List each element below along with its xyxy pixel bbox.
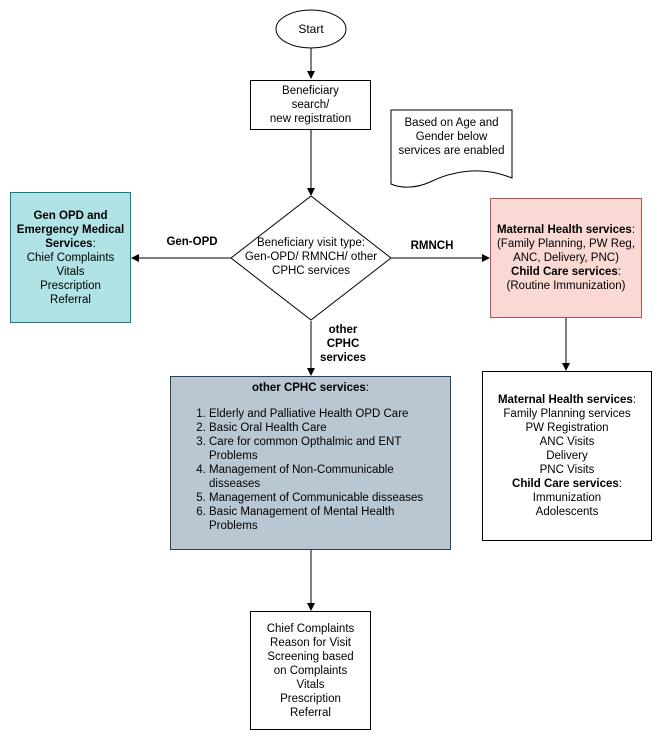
gen-opd-item: Vitals <box>56 265 85 278</box>
cphc-detail-item: Screening based <box>267 650 354 663</box>
rmnch-detail-item: PNC Visits <box>539 464 595 476</box>
edge-label-gen-opd: Gen-OPD <box>166 236 218 248</box>
registration-node: Beneficiary search/ new registration <box>250 80 371 130</box>
rmnch-child-colon: : <box>617 266 621 278</box>
rmnch-maternal-line-1: (Family Planning, PW Reg, <box>496 238 636 250</box>
rmnch-maternal-line-2: ANC, Delivery, PNC) <box>513 252 619 264</box>
cphc-title: other CPHC services <box>252 382 366 394</box>
decision-line-1: Beneficiary visit type: <box>256 237 365 249</box>
decision-node-shape <box>230 195 392 321</box>
edge-label-cphc-line-3: services <box>319 352 367 364</box>
rmnch-child-heading-wrap: Child Care services: <box>511 265 621 279</box>
registration-line-3: new registration <box>269 113 352 125</box>
rmnch-maternal-colon: : <box>631 224 636 236</box>
gen-opd-heading-colon: : <box>92 237 96 250</box>
start-label: Start <box>298 22 324 36</box>
rmnch-detail-maternal-colon: : <box>632 394 637 406</box>
edge-label-cphc: other CPHC services <box>316 323 370 365</box>
cphc-detail-item: Vitals <box>296 678 325 691</box>
cphc-list: Elderly and Palliative Health OPD Care B… <box>179 407 442 533</box>
note-node: Based on Age and Gender below services a… <box>391 116 512 158</box>
rmnch-detail-item: Adolescents <box>535 506 599 518</box>
rmnch-child-line-1: (Routine Immunization) <box>506 280 626 292</box>
start-node-shape <box>275 9 347 49</box>
cphc-detail-node: Chief Complaints Reason for Visit Screen… <box>250 611 371 730</box>
rmnch-node: Maternal Health services: (Family Planni… <box>490 198 642 318</box>
cphc-detail-item: Chief Complaints <box>266 622 355 635</box>
note-line-1: Based on Age and <box>404 117 499 129</box>
edge-label-rmnch: RMNCH <box>410 240 454 252</box>
rmnch-detail-item: Delivery <box>546 450 588 462</box>
gen-opd-item: Prescription <box>40 279 101 292</box>
cphc-detail-item: Prescription <box>280 692 341 705</box>
cphc-list-item: Management of Non-Communicable disseases <box>209 463 442 491</box>
note-line-2: Gender below <box>415 131 488 143</box>
start-node: Start <box>276 10 346 48</box>
rmnch-detail-item: Immunization <box>532 492 602 504</box>
gen-opd-heading-3-wrap: Services: <box>45 237 96 251</box>
rmnch-detail-child-heading: Child Care services <box>512 478 619 490</box>
edge-label-cphc-line-2: CPHC <box>326 338 360 350</box>
cphc-title-colon: : <box>365 382 369 394</box>
cphc-detail-item: Reason for Visit <box>270 636 351 649</box>
rmnch-detail-maternal-heading: Maternal Health services <box>497 394 633 406</box>
cphc-list-item: Elderly and Palliative Health OPD Care <box>209 407 442 421</box>
note-node-shape <box>390 109 513 188</box>
gen-opd-item: Chief Complaints <box>26 251 115 264</box>
gen-opd-heading-3: Services <box>45 237 93 250</box>
registration-line-2: search/ <box>291 99 330 111</box>
gen-opd-node: Gen OPD and Emergency Medical Services: … <box>10 192 131 323</box>
cphc-title-wrap: other CPHC services: <box>179 381 442 395</box>
cphc-node: other CPHC services: Elderly and Palliat… <box>170 376 451 550</box>
rmnch-detail-child-heading-wrap: Child Care services: <box>512 477 622 491</box>
gen-opd-heading-1: Gen OPD and <box>33 209 108 222</box>
registration-line-1: Beneficiary <box>282 85 339 97</box>
decision-node: Beneficiary visit type: Gen-OPD/ RMNCH/ … <box>231 236 391 278</box>
cphc-detail-item: on Complaints <box>273 664 348 677</box>
rmnch-detail-maternal-heading-wrap: Maternal Health services: <box>498 393 636 407</box>
note-line-3: services are enabled <box>398 145 505 157</box>
rmnch-detail-item: ANC Visits <box>539 436 595 448</box>
cphc-list-item: Basic Oral Health Care <box>209 421 442 435</box>
rmnch-maternal-heading: Maternal Health services <box>496 224 632 236</box>
gen-opd-item: Referral <box>50 293 91 306</box>
cphc-list-item: Basic Management of Mental Health Proble… <box>209 505 442 533</box>
cphc-detail-item: Referral <box>290 706 331 719</box>
gen-opd-heading-2: Emergency Medical <box>16 223 125 236</box>
cphc-list-item: Management of Communicable disseases <box>209 491 442 505</box>
decision-line-3: CPHC services <box>272 265 350 277</box>
rmnch-child-heading: Child Care services <box>511 266 618 278</box>
cphc-list-item: Care for common Opthalmic and ENT Proble… <box>209 435 442 463</box>
rmnch-detail-item: PW Registration <box>525 422 609 434</box>
rmnch-detail-child-colon: : <box>618 478 622 490</box>
rmnch-detail-node: Maternal Health services: Family Plannin… <box>482 371 652 541</box>
rmnch-maternal-heading-wrap: Maternal Health services: <box>497 223 635 237</box>
rmnch-detail-item: Family Planning services <box>503 408 631 420</box>
edge-label-cphc-line-1: other <box>328 324 358 336</box>
decision-line-2: Gen-OPD/ RMNCH/ other <box>244 251 378 263</box>
